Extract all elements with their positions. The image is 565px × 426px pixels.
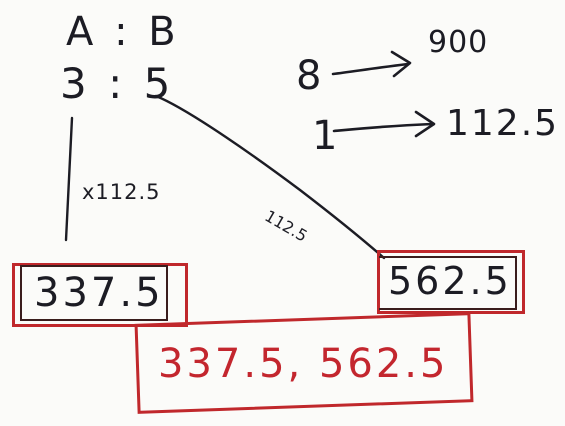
b-value-inner-box — [379, 256, 517, 310]
total-parts: 8 — [296, 53, 322, 99]
b-value: 562.5 — [388, 259, 512, 303]
unit-parts: 1 — [312, 113, 338, 159]
a-value: 337.5 — [34, 270, 164, 316]
a-value-inner-box — [20, 265, 168, 321]
a-value-box — [12, 263, 188, 327]
arrow-3-down — [64, 116, 74, 242]
arrow-8-to-900 — [331, 62, 410, 76]
b-value-box — [377, 250, 525, 314]
total-value: 900 — [428, 25, 489, 60]
arrow-8-to-900-head — [390, 50, 412, 78]
ratio-values: 3 : 5 — [60, 59, 175, 108]
arrow-1-to-1125 — [332, 122, 434, 133]
arrow-5-diagonal — [154, 94, 386, 260]
left-multiplier: x112.5 — [82, 180, 161, 204]
ratio-header: A : B — [66, 9, 180, 55]
arrow-1-to-1125-head — [414, 110, 436, 138]
unit-value: 112.5 — [446, 103, 560, 144]
final-answer: 337.5, 562.5 — [158, 341, 449, 387]
